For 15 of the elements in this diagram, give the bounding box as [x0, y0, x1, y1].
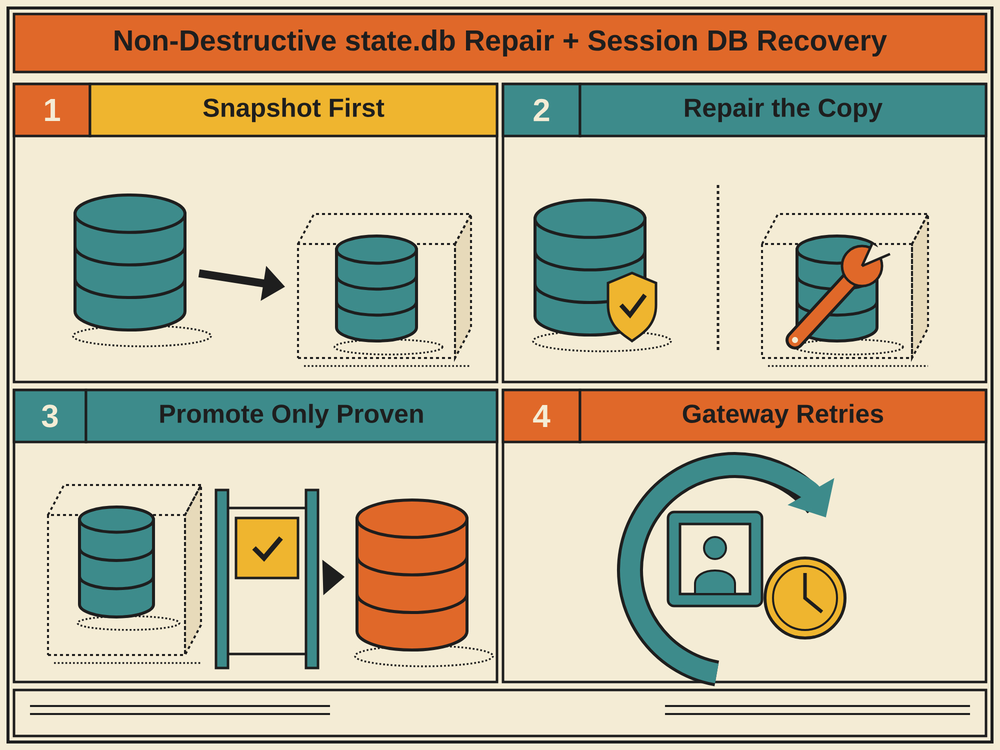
database-cylinder [76, 506, 180, 631]
step-number: 3 [12, 388, 88, 444]
snapshot-box [297, 210, 473, 367]
database-cylinder [334, 234, 444, 356]
snapshot-box [761, 210, 930, 367]
step-title-bar: Snapshot First [88, 82, 498, 138]
database-cylinder [354, 498, 494, 668]
step-number: 4 [502, 388, 582, 444]
retry-cycle-drawing [617, 452, 847, 686]
step-number: 2 [502, 82, 582, 138]
title-banner: Non-Destructive state.db Repair + Session DB Recovery [12, 12, 988, 74]
database-cylinder [72, 194, 212, 348]
gate-drawing [214, 488, 320, 670]
step-number: 1 [12, 82, 92, 138]
snapshot-box [47, 481, 203, 664]
